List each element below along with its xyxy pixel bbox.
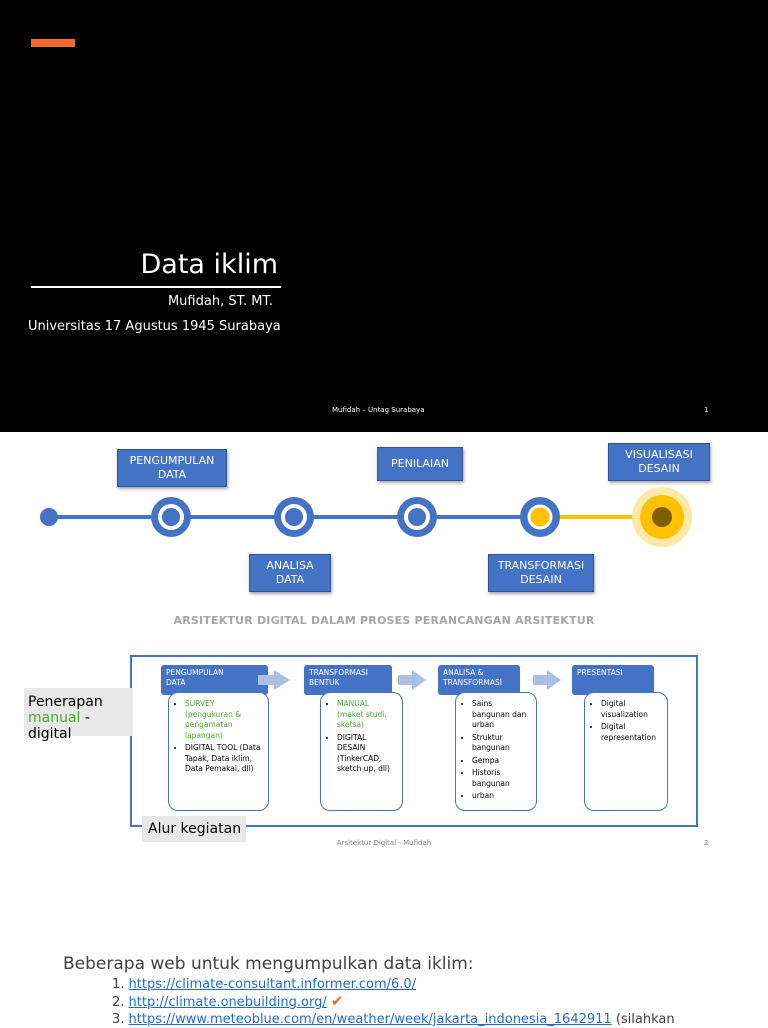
link-climate-consultant[interactable]: https://climate-consultant.informer.com/… (128, 977, 417, 992)
title-underline (31, 286, 281, 288)
arrow-icon (398, 670, 426, 690)
check-mark-icon: ✔ (330, 992, 344, 1010)
list-item: Digital representation (601, 722, 661, 743)
list-item: MANUAL(maket studi, sketsa) (337, 699, 396, 731)
phase-head-analisa-transformasi: ANALISA &TRANSFORMASI (438, 665, 520, 695)
slide-footer: Arsitektur Digital - Mufidah (336, 839, 432, 847)
phase-card-pengumpulan: SURVEY(pengukuran & pengamatan lapangan)… (168, 692, 269, 811)
phase-card-transformasi-bentuk: MANUAL(maket studi, sketsa) DIGITAL DESA… (320, 692, 403, 811)
list-item: Gempa (472, 756, 530, 767)
title-slide: Data iklim Mufidah, ST. MT. Universitas … (0, 0, 768, 432)
page-number: 2 (704, 839, 709, 847)
link-climate-onebuilding[interactable]: http://climate.onebuilding.org/ (128, 995, 327, 1010)
timeline-node-1 (151, 497, 191, 537)
list-item: Sains bangunan dan urban (472, 699, 530, 731)
timeline-node-3 (397, 497, 437, 537)
timeline-node-4 (520, 497, 560, 537)
author-name: Mufidah, ST. MT. (167, 294, 273, 309)
list-item: SURVEY(pengukuran & pengamatan lapangan) (185, 699, 262, 741)
link-list: 1. https://climate-consultant.informer.c… (112, 976, 675, 1028)
arrow-icon (533, 670, 561, 690)
slide-title: Data iklim (140, 249, 279, 280)
phase-card-presentasi: Digital visualization Digital representa… (584, 692, 668, 811)
alur-kegiatan-label: Alur kegiatan (142, 816, 246, 842)
list-item: 2. http://climate.onebuilding.org/✔ (112, 992, 344, 1011)
timeline-start-dot (40, 508, 58, 526)
list-item: DIGITAL DESAIN(TinkerCAD, sketch up, dll… (337, 733, 396, 775)
diagram-title: ARSITEKTUR DIGITAL DALAM PROSES PERANCAN… (173, 614, 595, 627)
accent-bar (31, 39, 75, 47)
phase-head-presentasi: PRESENTASI (572, 665, 654, 695)
link-meteoblue[interactable]: https://www.meteoblue.com/en/weather/wee… (128, 1012, 612, 1027)
slide-footer: Mufidah – Untag Surabaya (332, 406, 425, 414)
list-item: Struktur bangunan (472, 733, 530, 754)
links-slide: Beberapa web untuk mengumpulkan data ikl… (0, 864, 768, 1027)
slide-heading: Beberapa web untuk mengumpulkan data ikl… (63, 954, 474, 974)
timeline-node-5 (632, 487, 692, 547)
arrow-icon (258, 670, 290, 690)
list-item: Digital visualization (601, 699, 661, 720)
flow-arrows (258, 670, 561, 690)
list-item: Historis bangunan (472, 768, 530, 789)
list-item: DIGITAL TOOL (Data Tapak, Data iklim, Da… (185, 743, 262, 775)
list-item: 1. https://climate-consultant.informer.c… (112, 977, 417, 992)
timeline-graphic (40, 487, 692, 547)
phase-card-analisa-transformasi: Sains bangunan dan urban Struktur bangun… (455, 692, 537, 811)
list-item: 3. https://www.meteoblue.com/en/weather/… (112, 1012, 675, 1027)
timeline-node-2 (274, 497, 314, 537)
label-penilaian: PENILAIAN (377, 447, 463, 481)
page-number: 1 (704, 406, 709, 414)
list-item: urban (472, 791, 530, 802)
university-name: Universitas 17 Agustus 1945 Surabaya (28, 319, 281, 334)
